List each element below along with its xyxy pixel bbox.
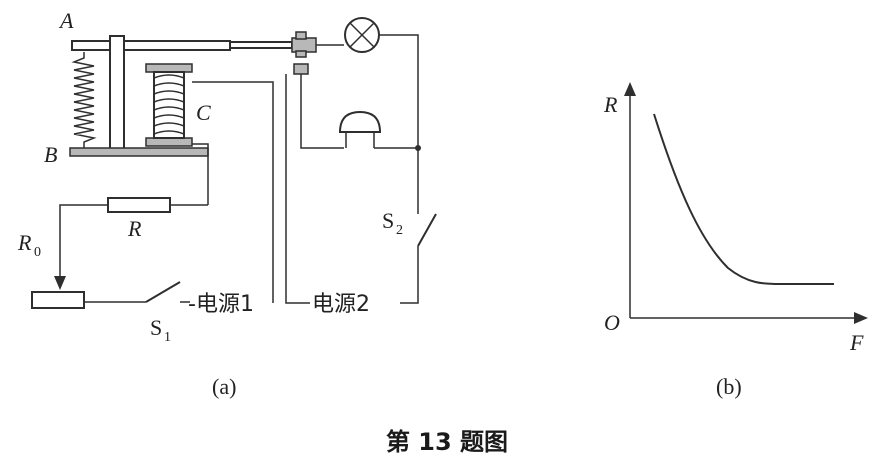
static-contact — [293, 63, 309, 75]
wire-power2-left — [285, 74, 310, 304]
y-axis-label: R — [603, 92, 618, 117]
wire-s2-to-power2 — [400, 246, 419, 304]
relay-circuit-diagram: A B C R R 0 S 1 S 2 -电源1 电源2 (a) — [17, 8, 437, 399]
x-axis-arrow — [854, 312, 868, 324]
rheostat-r0 — [31, 291, 85, 309]
label-r0: R — [17, 230, 32, 255]
label-s1: S — [150, 315, 162, 340]
caption-b: (b) — [716, 374, 742, 399]
spring — [71, 52, 97, 148]
wire-lamp-to-junction — [379, 34, 419, 148]
resistor-r — [107, 197, 171, 213]
label-r: R — [127, 216, 142, 241]
switch-s1-blade — [145, 281, 181, 303]
origin-label: O — [604, 310, 620, 335]
electromagnet — [145, 63, 193, 147]
switch-s2-blade — [417, 213, 437, 247]
label-c: C — [196, 100, 211, 125]
label-s2-sub: 2 — [396, 223, 403, 238]
r-f-curve — [653, 113, 834, 285]
r-f-graph: R F O (b) — [603, 82, 868, 399]
rheostat-arrow — [54, 276, 66, 290]
x-axis-label: F — [849, 330, 864, 355]
coil-lead-right — [192, 143, 209, 205]
y-axis-arrow — [624, 82, 636, 96]
vertical-post — [109, 35, 125, 151]
moving-contact — [291, 37, 317, 53]
base-plate — [69, 147, 209, 157]
figure-caption: 第 13 题图 — [386, 428, 508, 456]
wire-static-to-bell — [300, 74, 344, 149]
armature-rod — [229, 41, 293, 49]
wire-r-to-rheostat — [59, 204, 108, 278]
lamp — [344, 17, 380, 53]
label-power1: -电源1 — [188, 292, 254, 317]
label-s1-sub: 1 — [164, 330, 171, 345]
coil-lead-top — [192, 81, 274, 303]
armature-bar — [71, 40, 231, 51]
label-power2: 电源2 — [312, 292, 370, 317]
label-b: B — [44, 142, 57, 167]
label-s2: S — [382, 208, 394, 233]
contact-cap-bottom — [295, 50, 307, 58]
label-r0-sub: 0 — [34, 245, 41, 260]
contact-cap-top — [295, 31, 307, 40]
label-a: A — [58, 8, 74, 33]
caption-a: (a) — [212, 374, 236, 399]
bell — [338, 110, 382, 148]
